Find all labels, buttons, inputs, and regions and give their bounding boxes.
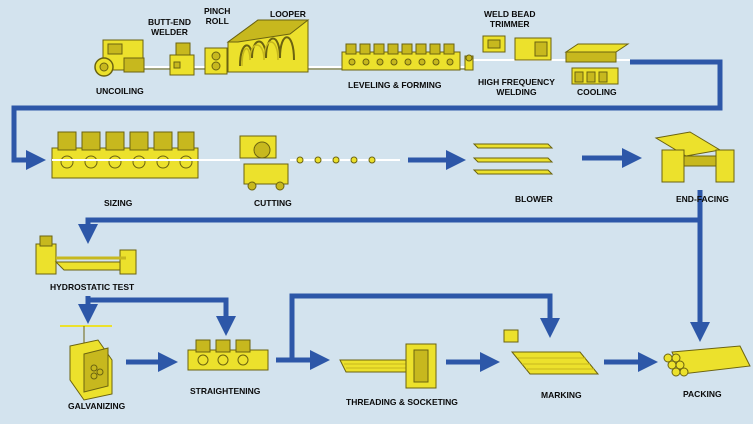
label-uncoiling: UNCOILING [96,86,144,96]
label-high-frequency-welding: HIGH FREQUENCY WELDING [478,77,555,97]
looper-machine [226,19,310,73]
label-weld-bead-trimmer: WELD BEAD TRIMMER [484,9,535,29]
end-facing-machine [654,131,735,183]
threading-socketing-machine [339,343,437,389]
arrow-end-facing-to-hydrostatic [78,190,703,244]
label-looper-text: LOOPER [270,9,306,19]
cutting-machine [239,135,289,191]
label-leveling-forming-text: LEVELING & FORMING [348,80,442,90]
pinch-roll-machine [204,47,228,75]
label-uncoiling-text: UNCOILING [96,86,144,96]
label-end-facing: END-FACING [676,194,729,204]
label-leveling-forming: LEVELING & FORMING [348,80,442,90]
label-pinch-roll-line1: PINCH [204,6,231,16]
flow-arrows [11,59,723,372]
sizing-machine [51,131,240,179]
label-cutting-text: CUTTING [254,198,292,208]
label-packing-text: PACKING [683,389,722,399]
label-butt-end-welder-line1: BUTT-END [148,17,191,27]
arrow-hydrostatic-to-straightening [88,297,236,336]
welding-unit [464,54,474,71]
label-sizing-text: SIZING [104,198,133,208]
weld-bead-trimmer-machine [482,35,506,53]
label-packing: PACKING [683,389,722,399]
label-cooling: COOLING [577,87,617,97]
label-sizing: SIZING [104,198,132,208]
galvanizing-machine [60,325,113,401]
label-straightening: STRAIGHTENING [190,386,260,396]
label-butt-end-welder-line2: WELDER [151,27,188,37]
straightening-machine [187,339,269,371]
label-high-frequency-welding-line2: WELDING [496,87,537,97]
label-looper: LOOPER [270,9,306,19]
label-threading-socketing: THREADING & SOCKETING [346,397,458,407]
hydrostatic-test-machine [35,235,137,275]
leveling-forming-machine [341,43,461,71]
arrow-cooling-to-sizing [11,59,723,170]
label-pinch-roll-line2: ROLL [205,16,229,26]
cut-pipe-conveyor [290,156,400,164]
label-marking-text: MARKING [541,390,582,400]
label-straightening-text: STRAIGHTENING [190,386,261,396]
cooling-machine [564,43,630,85]
label-butt-end-welder: BUTT-END WELDER [148,17,191,37]
label-pinch-roll: PINCH ROLL [204,6,230,26]
label-blower-text: BLOWER [515,194,553,204]
arrow-bypass-to-marking [289,293,560,360]
label-cooling-text: COOLING [577,87,617,97]
label-blower: BLOWER [515,194,553,204]
uncoiler-machine [94,39,145,77]
label-hydrostatic-test-text: HYDROSTATIC TEST [50,282,135,292]
label-galvanizing-text: GALVANIZING [68,401,126,411]
blower-pipes [472,143,554,175]
label-weld-bead-trimmer-line2: TRIMMER [489,19,530,29]
label-marking: MARKING [541,390,582,400]
marking-bundle [503,329,600,375]
label-cutting: CUTTING [254,198,292,208]
packing-bundle [663,345,751,377]
label-galvanizing: GALVANIZING [68,401,125,411]
high-frequency-welding-machine [514,37,552,61]
label-threading-socketing-text: THREADING & SOCKETING [346,397,458,407]
label-high-frequency-welding-line1: HIGH FREQUENCY [478,77,555,87]
butt-end-welder-machine [169,42,195,76]
label-end-facing-text: END-FACING [676,194,729,204]
label-hydrostatic-test: HYDROSTATIC TEST [50,282,134,292]
label-weld-bead-trimmer-line1: WELD BEAD [484,9,536,19]
